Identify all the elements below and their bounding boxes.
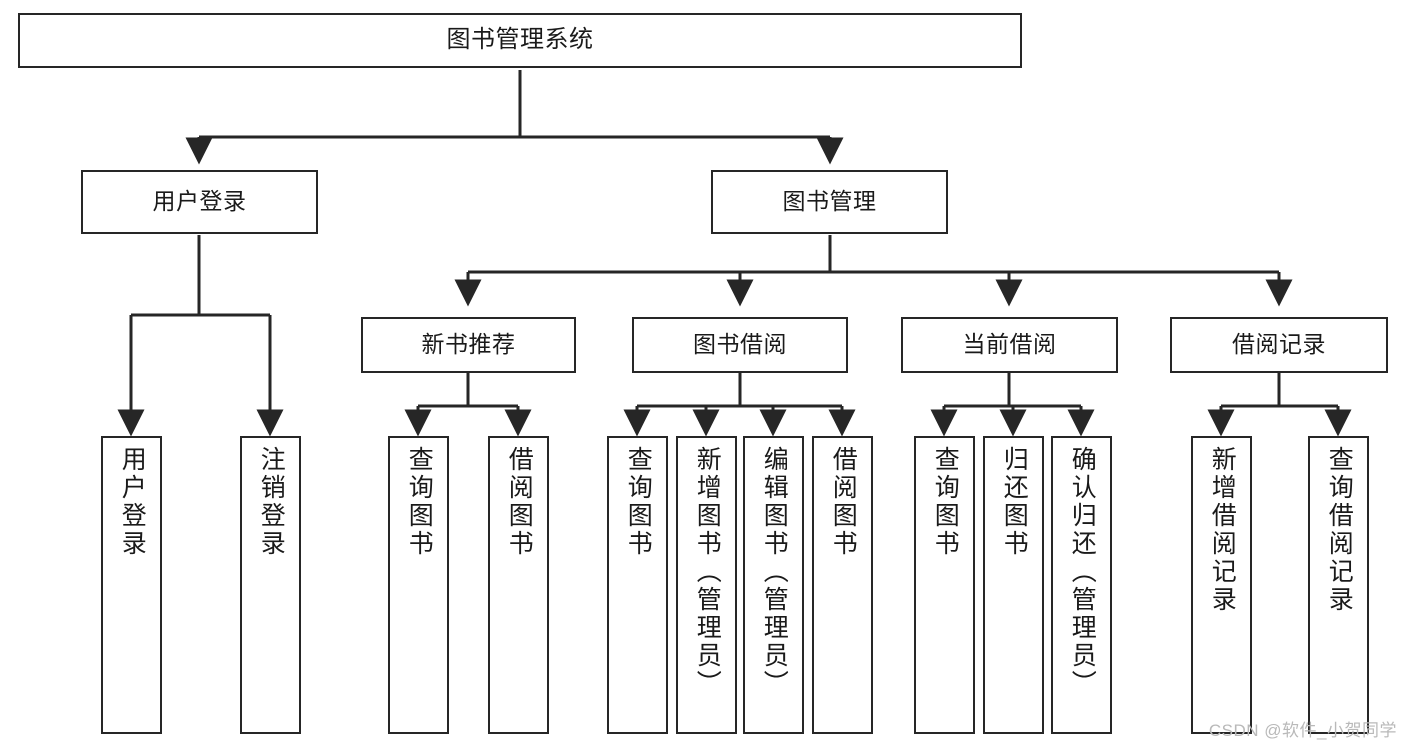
leaf-query-borrow-record[interactable]: 查询借阅记录 [1308,436,1369,734]
node-book-management[interactable]: 图书管理 [711,170,948,234]
node-label: 查询图书 [931,446,960,558]
leaf-query-book-borrow[interactable]: 查询图书 [607,436,668,734]
node-borrow-record[interactable]: 借阅记录 [1170,317,1388,373]
leaf-add-borrow-record[interactable]: 新增借阅记录 [1191,436,1252,734]
leaf-add-book-admin[interactable]: 新增图书（管理员） [676,436,737,734]
node-book-borrow[interactable]: 图书借阅 [632,317,848,373]
watermark: CSDN @软件_小贺同学 [1208,721,1397,740]
leaf-borrow-book-recommend[interactable]: 借阅图书 [488,436,549,734]
node-label: 用户登录 [152,188,247,215]
leaf-user-login[interactable]: 用户登录 [101,436,162,734]
node-label: 借阅记录 [1232,331,1326,358]
node-user-login[interactable]: 用户登录 [81,170,318,234]
node-label: 用户登录 [118,446,147,558]
leaf-borrow-book[interactable]: 借阅图书 [812,436,873,734]
node-label: 图书借阅 [693,331,787,358]
node-label: 新增借阅记录 [1208,446,1237,614]
node-label: 编辑图书（管理员） [760,446,789,698]
node-current-borrow[interactable]: 当前借阅 [901,317,1118,373]
node-label: 新书推荐 [421,331,516,358]
node-root[interactable]: 图书管理系统 [18,13,1022,68]
leaf-edit-book-admin[interactable]: 编辑图书（管理员） [743,436,804,734]
node-label: 新增图书（管理员） [693,446,722,698]
leaf-return-book[interactable]: 归还图书 [983,436,1044,734]
leaf-query-book-current[interactable]: 查询图书 [914,436,975,734]
leaf-confirm-return-admin[interactable]: 确认归还（管理员） [1051,436,1112,734]
node-label: 归还图书 [1000,446,1029,558]
node-label: 查询图书 [624,446,653,558]
node-label: 确认归还（管理员） [1068,446,1097,698]
leaf-logout[interactable]: 注销登录 [240,436,301,734]
leaf-query-book-recommend[interactable]: 查询图书 [388,436,449,734]
node-label: 借阅图书 [505,446,534,558]
node-label: 图书管理 [782,188,877,215]
node-label: 借阅图书 [829,446,858,558]
node-label: 查询图书 [405,446,434,558]
node-label: 图书管理系统 [446,26,594,54]
node-label: 查询借阅记录 [1325,446,1354,614]
node-new-book-recommend[interactable]: 新书推荐 [361,317,576,373]
node-label: 注销登录 [257,446,286,558]
node-label: 当前借阅 [962,331,1057,358]
